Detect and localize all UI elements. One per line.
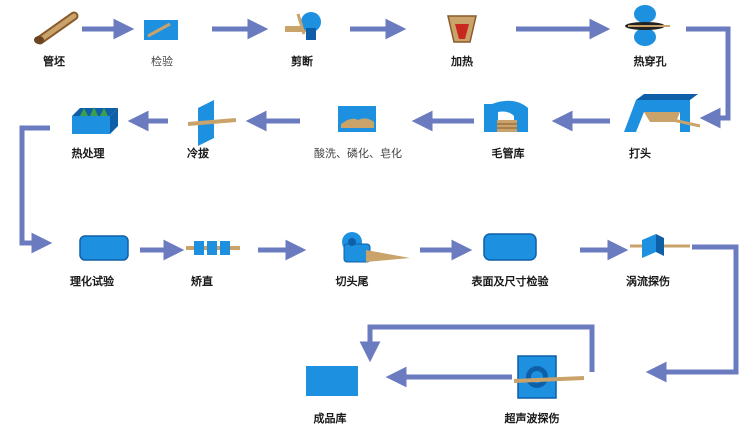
- cold-drawing-icon: [187, 100, 237, 146]
- shear-icon: [285, 12, 321, 40]
- surface-inspection-icon: [483, 233, 537, 261]
- step-label-rechuankong: 热穿孔: [633, 55, 667, 68]
- step-label-guanpi: 管坯: [43, 55, 65, 68]
- step-label-jiaozhi: 矫直: [191, 275, 213, 288]
- step-label-chengpinku: 成品库: [313, 412, 347, 425]
- billet-rod-icon: [34, 11, 79, 45]
- step-label-rechuli: 热处理: [71, 147, 105, 160]
- piercing-mill-icon: [625, 5, 670, 46]
- tube-storage-icon: [484, 100, 528, 132]
- ultrasonic-icon: [513, 355, 585, 399]
- test-panel-icon: [79, 235, 129, 261]
- step-label-jianyan: 检验: [151, 55, 173, 68]
- connector-woliu-to-chaoshengbo: [645, 244, 739, 383]
- step-label-jiare: 加热: [451, 55, 473, 68]
- connector-rechuankong-to-datou: [686, 26, 731, 129]
- step-label-suanxi: 酸洗、磷化、皂化: [314, 147, 402, 160]
- connector-bypass-to-chengpinku: [359, 324, 595, 372]
- heat-treatment-icon: [72, 107, 118, 134]
- connector-rechuli-to-lihuashiyan: [19, 125, 53, 254]
- step-label-jianduan: 剪断: [291, 55, 313, 68]
- step-label-maoguanku: 毛管库: [491, 147, 525, 160]
- straightener-icon: [186, 241, 240, 255]
- warehouse-icon: [306, 366, 358, 396]
- step-label-qietouwei: 切头尾: [335, 275, 369, 288]
- pickling-tank-icon: [338, 106, 376, 132]
- furnace-icon: [447, 15, 477, 43]
- step-label-datou: 打头: [629, 147, 651, 160]
- inspection-box-icon: [144, 20, 178, 40]
- step-label-lihuashiyan: 理化试验: [70, 275, 114, 288]
- cutoff-saw-icon: [342, 232, 410, 263]
- eddy-current-icon: [630, 234, 690, 258]
- step-label-chaoshengbo: 超声波探伤: [504, 412, 560, 425]
- step-label-lengba: 冷拔: [187, 147, 209, 160]
- heading-machine-icon: [624, 94, 701, 132]
- step-label-woliu: 涡流探伤: [626, 275, 670, 288]
- step-label-biaomian: 表面及尺寸检验: [471, 275, 549, 288]
